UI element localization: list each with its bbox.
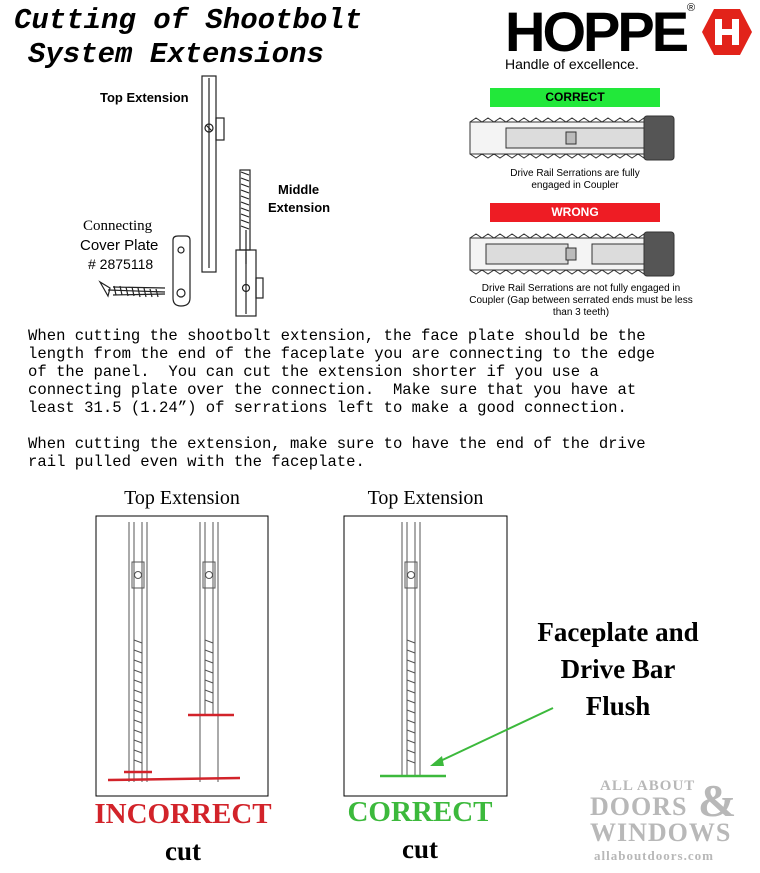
coupler-wrong-diagram <box>469 231 675 277</box>
correct-label: CORRECT <box>347 796 493 828</box>
instruction-line-7: rail pulled even with the faceplate. <box>28 453 365 471</box>
correct-banner-fill: CORRECT <box>490 88 660 107</box>
instruction-line-1: When cutting the shootbolt extension, th… <box>28 327 646 345</box>
incorrect-sub-label: cut <box>165 836 201 866</box>
shootbolt-assembly-diagram <box>98 75 264 317</box>
flush-callout: Faceplate and Drive Bar Flush <box>520 614 716 725</box>
instruction-line-6: When cutting the extension, make sure to… <box>28 435 646 453</box>
correct-banner: CORRECT <box>490 88 660 107</box>
middle-extension-label-1: Middle <box>278 182 320 197</box>
hoppe-hex-icon <box>702 9 752 55</box>
cover-plate-label: Cover Plate <box>80 237 159 254</box>
wrong-banner-text: WRONG <box>551 205 599 219</box>
watermark-ampersand: & <box>698 775 737 826</box>
wrong-banner: WRONG <box>490 203 660 222</box>
instruction-line-5: least 31.5 (1.24”) of serrations left to… <box>28 399 627 417</box>
top-extension-label: Top Extension <box>100 90 189 105</box>
correct-sub-label: cut <box>402 834 438 864</box>
connecting-label: Connecting <box>83 218 153 234</box>
wrong-caption-1: Drive Rail Serrations are not fully enga… <box>481 283 681 294</box>
middle-extension-label-2: Extension <box>268 200 331 215</box>
correct-banner-text: CORRECT <box>545 90 605 104</box>
allaboutdoors-watermark: ALL ABOUT DOORS & WINDOWS allaboutdoors.… <box>590 775 756 870</box>
left-heading: Top Extension <box>124 487 240 509</box>
flush-arrow-head <box>430 756 444 766</box>
flush-callout-line-1: Faceplate and <box>537 617 699 647</box>
flush-arrow-shaft <box>435 707 554 764</box>
incorrect-label: INCORRECT <box>94 798 272 830</box>
flush-callout-line-2: Drive Bar <box>560 654 676 684</box>
instruction-line-3: of the panel. You can cut the extension … <box>28 363 599 381</box>
watermark-url: allaboutdoors.com <box>594 848 714 863</box>
hoppe-tagline: Handle of excellence. <box>505 56 639 72</box>
title-line-2: System Extensions <box>28 38 324 71</box>
right-heading: Top Extension <box>367 487 484 509</box>
cut-comparison-diagram <box>95 515 554 797</box>
correct-caption-1: Drive Rail Serrations are fully <box>510 168 640 179</box>
hoppe-wordmark: HOPPE <box>505 0 689 63</box>
flush-callout-line-3: Flush <box>585 691 651 721</box>
watermark-line-3: WINDOWS <box>590 818 732 847</box>
watermark-line-1: ALL ABOUT <box>600 778 696 794</box>
wrong-caption-3: than 3 teeth) <box>552 307 610 318</box>
correct-caption-2: engaged in Coupler <box>531 180 619 191</box>
hoppe-logo: HOPPE ® Handle of excellence. <box>505 2 755 74</box>
instruction-line-4: connecting plate over the connection. Ma… <box>28 381 637 399</box>
wrong-caption-2: Coupler (Gap between serrated ends must … <box>469 295 693 306</box>
coupler-correct-diagram <box>469 115 675 161</box>
wrong-banner-fill: WRONG <box>490 203 660 222</box>
incorrect-cut-baseline <box>107 776 241 782</box>
registered-mark: ® <box>687 2 696 14</box>
title-line-1: Cutting of Shootbolt <box>14 4 363 37</box>
watermark-line-2: DOORS <box>590 792 688 821</box>
instruction-line-2: length from the end of the faceplate you… <box>28 345 655 363</box>
part-number-label: # 2875118 <box>88 256 154 272</box>
